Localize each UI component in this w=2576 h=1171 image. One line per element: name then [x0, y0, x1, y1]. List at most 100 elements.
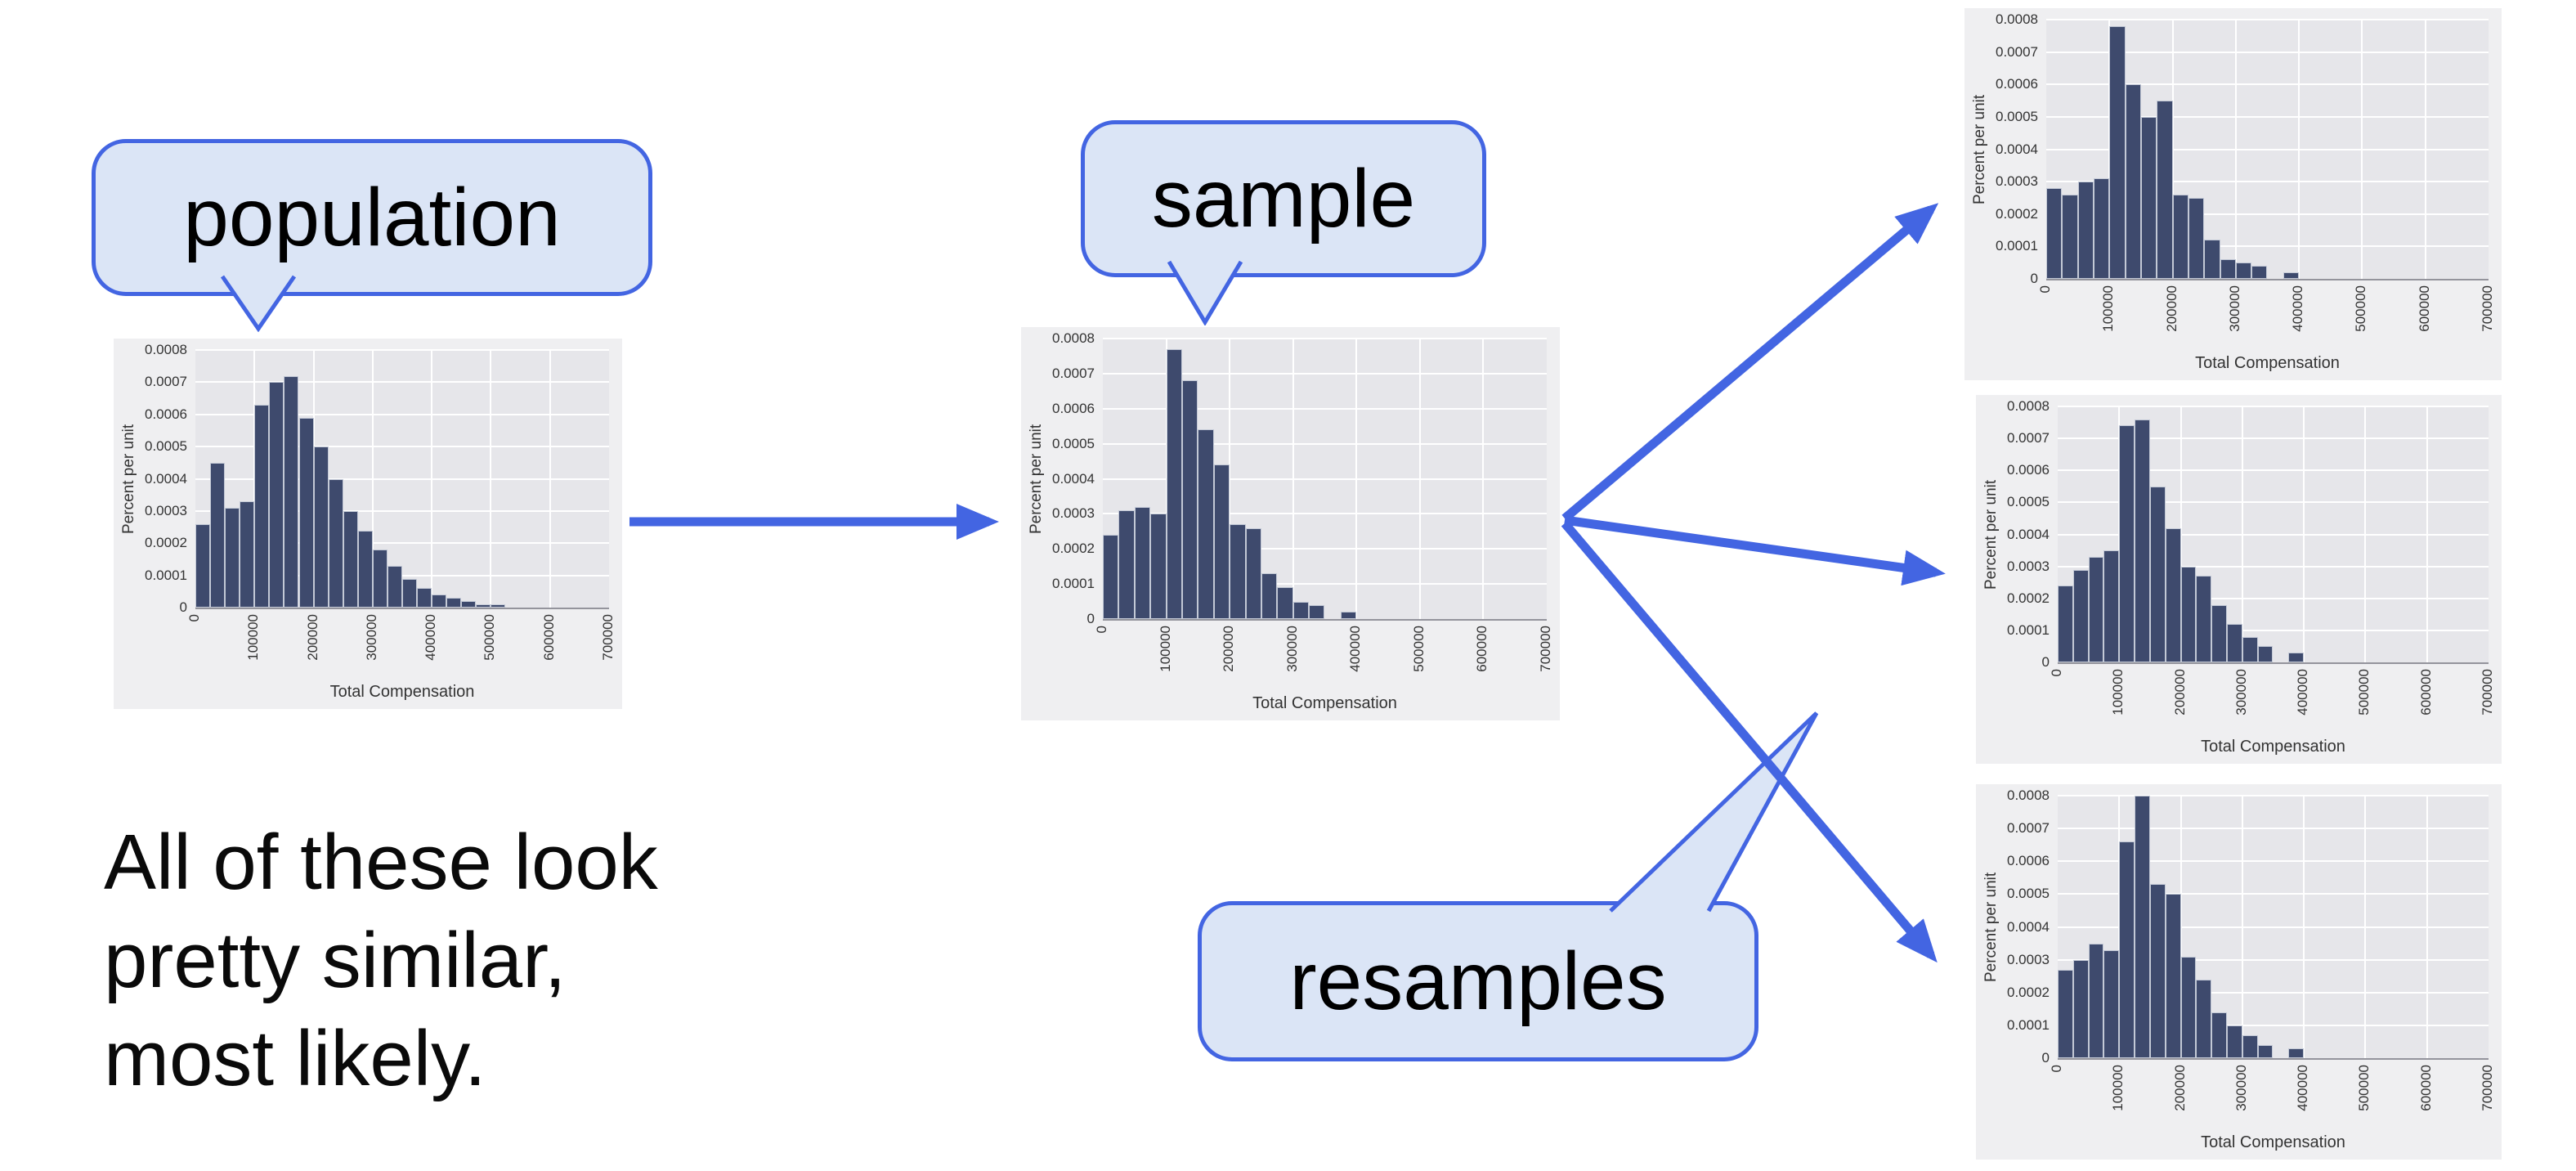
gridline-horizontal — [195, 446, 609, 448]
gridline-horizontal — [2058, 629, 2489, 631]
histogram-bar — [1261, 573, 1278, 619]
y-tick-label: 0.0005 — [145, 438, 187, 455]
histogram-bar — [357, 530, 373, 608]
histogram-bar — [298, 417, 314, 608]
histogram-bar — [446, 598, 462, 608]
x-tick-label: 0 — [2049, 1065, 2064, 1073]
histogram-bar — [2093, 178, 2110, 279]
y-tick-label: 0.0006 — [2007, 853, 2050, 869]
y-tick-label: 0.0002 — [2007, 984, 2050, 1000]
y-tick-label: 0.0006 — [1996, 76, 2038, 92]
gridline-horizontal — [2058, 893, 2489, 895]
histogram-bar — [2242, 636, 2258, 662]
gridline-horizontal — [1103, 548, 1547, 550]
gridline-horizontal — [2058, 437, 2489, 440]
histogram-bar — [2172, 194, 2188, 279]
resamples-callout: resamples — [1198, 901, 1758, 1061]
y-axis-label: Percent per unit — [1971, 94, 1988, 204]
histogram-bar — [2257, 1044, 2274, 1058]
x-tick-label: 200000 — [2163, 285, 2180, 332]
histogram-bar — [1340, 612, 1357, 619]
y-tick-label: 0 — [2041, 1050, 2050, 1066]
gridline-horizontal — [195, 478, 609, 480]
x-tick-label: 100000 — [1157, 626, 1173, 672]
y-tick-label: 0.0002 — [1052, 541, 1095, 557]
note-line-3: most likely. — [104, 1015, 486, 1102]
histogram-bar — [2058, 969, 2073, 1058]
x-tick-label: 200000 — [2171, 669, 2188, 716]
gridline-horizontal — [2058, 597, 2489, 599]
gridline-horizontal — [195, 381, 609, 384]
y-tick-label: 0.0005 — [2007, 886, 2050, 902]
x-tick-label: 600000 — [540, 614, 557, 661]
gridline-horizontal — [2058, 501, 2489, 504]
histogram-bar — [2235, 262, 2252, 279]
histogram-bar — [1118, 510, 1135, 619]
histogram-bar — [2180, 956, 2197, 1058]
histogram-bar — [1166, 348, 1182, 619]
gridline-horizontal — [2046, 51, 2489, 53]
histogram-bar — [2119, 425, 2135, 662]
sample-callout-label: sample — [1151, 152, 1416, 245]
gridline-horizontal — [2058, 828, 2489, 830]
histogram-bar — [2220, 259, 2236, 279]
histogram-bar — [2103, 550, 2120, 662]
y-tick-label: 0.0007 — [2007, 820, 2050, 837]
y-axis-label: Percent per unit — [1982, 872, 2000, 982]
histogram-bar — [1103, 535, 1119, 619]
histogram-bar — [2072, 569, 2089, 662]
x-tick-label: 0 — [2037, 285, 2053, 294]
y-tick-label: 0.0003 — [145, 502, 187, 518]
x-tick-label: 400000 — [2295, 1065, 2311, 1111]
histogram-bar — [2077, 182, 2094, 279]
gridline-horizontal — [1103, 407, 1547, 410]
gridline-horizontal — [1103, 442, 1547, 445]
plot-area — [2046, 19, 2489, 280]
histogram-bar — [313, 446, 329, 608]
histogram-bar — [343, 510, 358, 608]
gridline-horizontal — [2058, 469, 2489, 472]
y-tick-label: 0 — [1086, 611, 1095, 626]
gridline-horizontal — [195, 509, 609, 512]
x-tick-label: 600000 — [2416, 285, 2432, 332]
x-tick-label: 500000 — [1410, 626, 1427, 672]
histogram-bar — [387, 565, 402, 608]
histogram-bar — [2204, 240, 2220, 279]
histogram-bar — [2062, 194, 2078, 279]
histogram-bar — [2140, 116, 2157, 279]
y-tick-label: 0.0004 — [1052, 470, 1095, 487]
gridline-horizontal — [1103, 372, 1547, 375]
histogram-bar — [2058, 586, 2073, 662]
x-tick-label: 300000 — [1284, 626, 1300, 672]
gridline-horizontal — [2046, 181, 2489, 183]
population-callout: population — [92, 139, 652, 296]
x-tick-label: 300000 — [2233, 1065, 2249, 1111]
x-tick-label: 300000 — [2233, 669, 2249, 716]
y-tick-label: 0.0003 — [1052, 505, 1095, 522]
y-tick-label: 0.0007 — [1052, 365, 1095, 381]
histogram-bar — [210, 462, 226, 608]
x-axis-label: Total Compensation — [329, 683, 475, 701]
histogram-bar — [2196, 979, 2212, 1058]
gridline-horizontal — [195, 542, 609, 545]
histogram-bar — [225, 507, 240, 608]
histogram-bar — [2103, 949, 2120, 1058]
gridline-horizontal — [2058, 926, 2489, 928]
x-tick-label: 500000 — [482, 614, 498, 661]
gridline-horizontal — [195, 574, 609, 577]
histogram-bar — [2188, 197, 2205, 279]
gridline-horizontal — [1103, 513, 1547, 515]
y-tick-label: 0.0005 — [1996, 108, 2038, 124]
histogram-bar — [2242, 1034, 2258, 1058]
histogram-bar — [1134, 506, 1151, 619]
histogram-bar — [1213, 464, 1230, 619]
x-tick-label: 400000 — [423, 614, 439, 661]
histogram-bar — [254, 404, 270, 608]
x-tick-label: 300000 — [2226, 285, 2242, 332]
y-tick-label: 0.0004 — [2007, 526, 2050, 542]
arrow-sample-to-resample-1 — [1561, 203, 1939, 523]
histogram-bar — [2227, 624, 2242, 662]
x-tick-label: 600000 — [1474, 626, 1490, 672]
x-tick-label: 700000 — [1538, 626, 1553, 672]
